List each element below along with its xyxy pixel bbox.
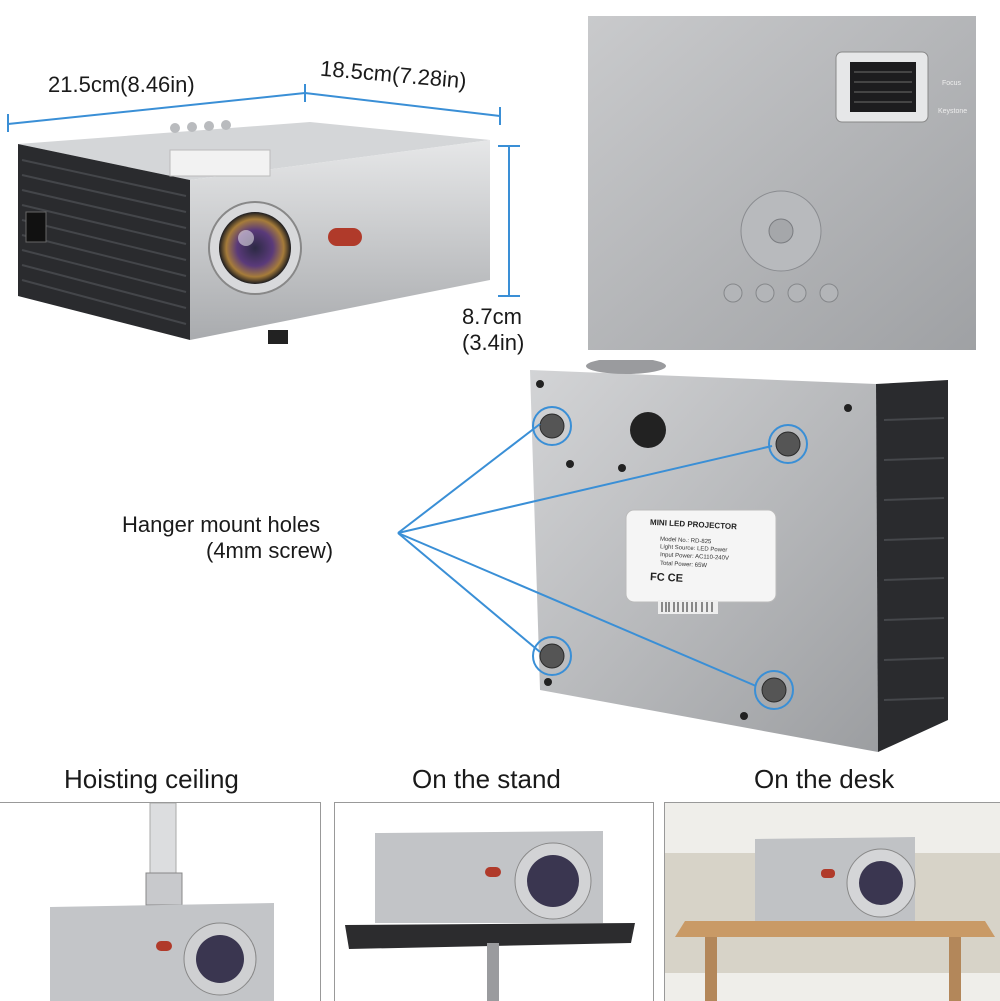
desk-placement-photo	[664, 802, 1000, 1001]
height-dimension-in-label: (3.4in)	[462, 330, 525, 355]
projector-top-view-image	[588, 16, 976, 350]
hanger-pointer-lines	[397, 423, 773, 687]
projector-bottom-view-image	[530, 360, 948, 752]
placement-desk-label: On the desk	[754, 764, 895, 794]
hanger-mount-label-line1: Hanger mount holes	[122, 512, 321, 537]
dimension-lines	[7, 84, 520, 297]
projector-front-view-image	[18, 120, 490, 344]
hanger-mount-label-line2: (4mm screw)	[206, 538, 334, 563]
focus-label: Focus	[942, 80, 962, 87]
height-dimension-cm-label: 8.7cm	[462, 304, 522, 329]
stand-mount-photo	[334, 802, 654, 1001]
width-dimension-label: 21.5cm(8.46in)	[48, 72, 195, 97]
ceiling-mount-photo	[0, 802, 321, 1001]
keystone-label: Keystone	[938, 108, 968, 115]
placement-stand-label: On the stand	[412, 764, 561, 794]
placement-ceiling-label: Hoisting ceiling	[64, 764, 239, 794]
